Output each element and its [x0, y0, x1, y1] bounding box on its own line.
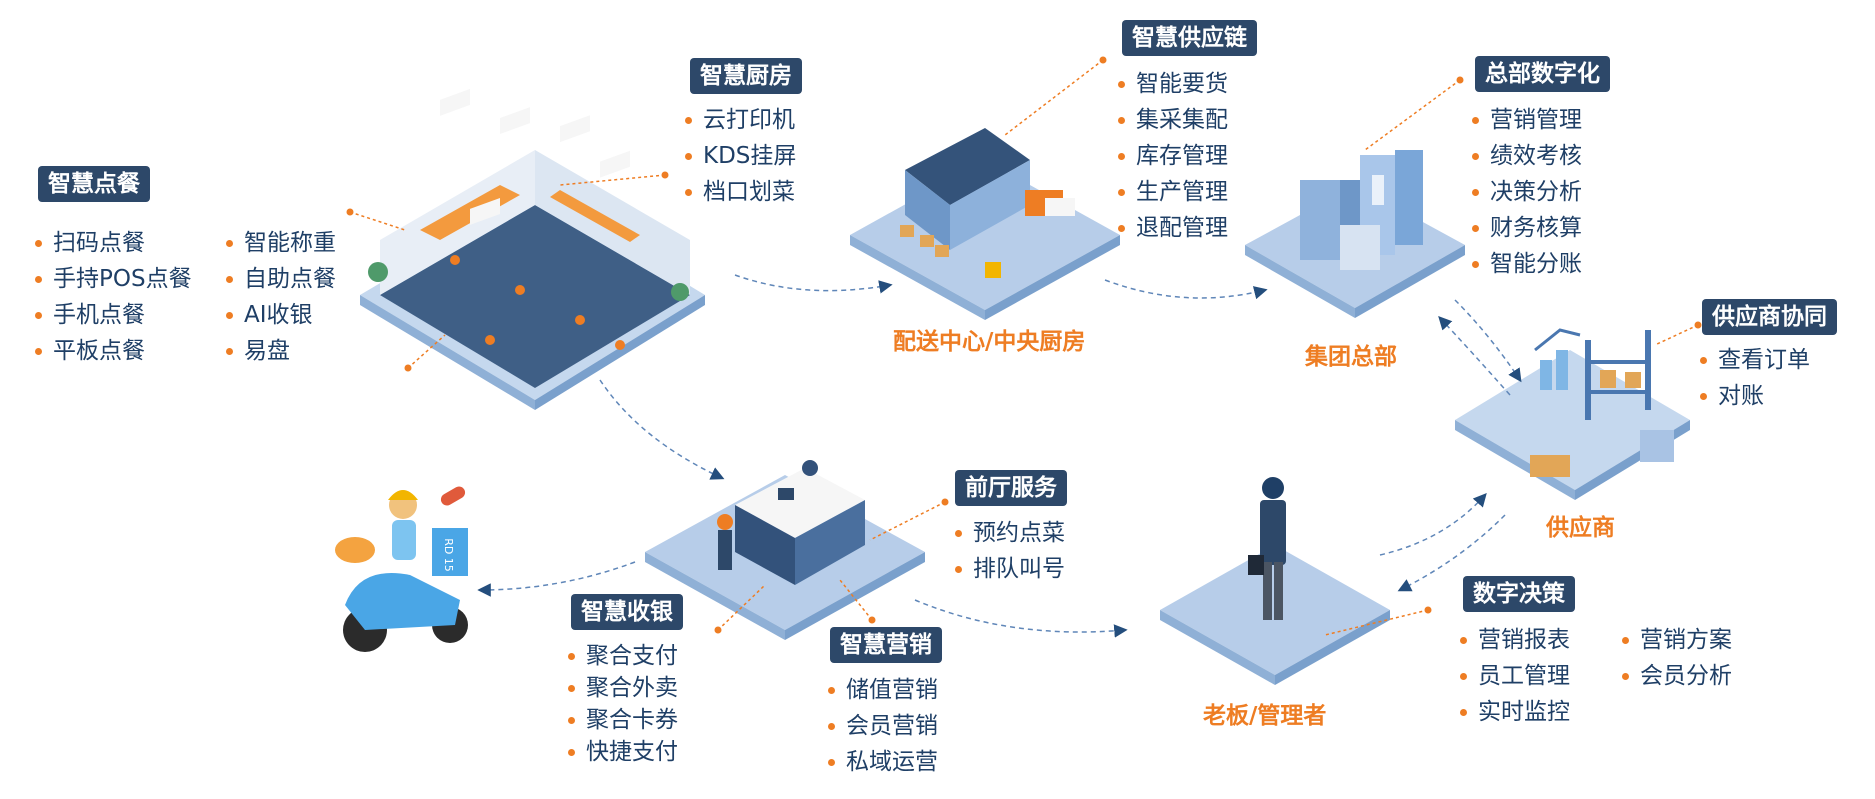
supplier-collab-list: 查看订单 对账: [1700, 342, 1810, 414]
list-item: 平板点餐: [35, 333, 192, 369]
boss-manager-label: 老板/管理者: [1203, 703, 1327, 729]
list-item: 决策分析: [1472, 174, 1582, 210]
restaurant-illustration: [360, 88, 705, 410]
list-item: 排队叫号: [955, 551, 1065, 587]
list-item: 营销报表: [1460, 622, 1570, 658]
group-hq-label: 集团总部: [1305, 344, 1397, 370]
list-item: 聚合支付: [568, 640, 678, 672]
ordering-list-col1: 扫码点餐 手持POS点餐 手机点餐 平板点餐: [35, 225, 192, 369]
list-item: 查看订单: [1700, 342, 1810, 378]
cashier-illustration: [645, 460, 925, 640]
list-item: 手机点餐: [35, 297, 192, 333]
list-item: 私域运营: [828, 744, 938, 780]
list-item: KDS挂屏: [685, 138, 796, 174]
list-item: 储值营销: [828, 672, 938, 708]
delivery-box-label: RD 15: [442, 538, 455, 572]
flow-arrows: [477, 274, 1522, 638]
list-item: 集采集配: [1118, 102, 1228, 138]
list-item: 营销方案: [1622, 622, 1732, 658]
front-service-list: 预约点菜 排队叫号: [955, 515, 1065, 587]
list-item: 扫码点餐: [35, 225, 192, 261]
front-service-title: 前厅服务: [955, 470, 1067, 506]
list-item: 绩效考核: [1472, 138, 1582, 174]
list-item: 财务核算: [1472, 210, 1582, 246]
list-item: 智能分账: [1472, 246, 1582, 282]
hq-illustration: [1245, 150, 1465, 318]
list-item: 会员分析: [1622, 658, 1732, 694]
delivery-scooter-illustration: RD 15: [335, 486, 468, 652]
list-item: 档口划菜: [685, 174, 796, 210]
list-item: 会员营销: [828, 708, 938, 744]
list-item: 库存管理: [1118, 138, 1228, 174]
list-item: 对账: [1700, 378, 1810, 414]
hq-digital-title: 总部数字化: [1475, 56, 1610, 92]
list-item: 生产管理: [1118, 174, 1228, 210]
callout-lines: [346, 56, 1702, 636]
cashier-title: 智慧收银: [571, 594, 683, 630]
list-item: 实时监控: [1460, 694, 1570, 730]
list-item: 智能称重: [226, 225, 336, 261]
supplier-label: 供应商: [1546, 515, 1615, 541]
hq-digital-list: 营销管理 绩效考核 决策分析 财务核算 智能分账: [1472, 102, 1582, 282]
list-item: 快捷支付: [568, 736, 678, 768]
list-item: 聚合卡券: [568, 704, 678, 736]
supplier-collab-title: 供应商协同: [1702, 299, 1837, 335]
decision-list-col2: 营销方案 会员分析: [1622, 622, 1732, 694]
cashier-list: 聚合支付 聚合外卖 聚合卡券 快捷支付: [568, 640, 678, 768]
supply-chain-title: 智慧供应链: [1122, 20, 1257, 56]
decision-list-col1: 营销报表 员工管理 实时监控: [1460, 622, 1570, 730]
list-item: 员工管理: [1460, 658, 1570, 694]
warehouse-illustration: [850, 128, 1120, 320]
marketing-title: 智慧营销: [830, 627, 942, 663]
ordering-list-col2: 智能称重 自助点餐 AI收银 易盘: [226, 225, 336, 369]
kitchen-title: 智慧厨房: [690, 58, 802, 94]
list-item: 聚合外卖: [568, 672, 678, 704]
distribution-center-label: 配送中心/中央厨房: [893, 329, 1086, 355]
supplier-illustration: [1455, 328, 1690, 500]
marketing-list: 储值营销 会员营销 私域运营: [828, 672, 938, 780]
list-item: 营销管理: [1472, 102, 1582, 138]
supply-chain-list: 智能要货 集采集配 库存管理 生产管理 退配管理: [1118, 66, 1228, 246]
list-item: 智能要货: [1118, 66, 1228, 102]
ordering-title: 智慧点餐: [38, 166, 150, 202]
list-item: 云打印机: [685, 102, 796, 138]
list-item: 手持POS点餐: [35, 261, 192, 297]
list-item: 退配管理: [1118, 210, 1228, 246]
boss-illustration: [1160, 477, 1390, 685]
list-item: 自助点餐: [226, 261, 336, 297]
list-item: AI收银: [226, 297, 336, 333]
decision-title: 数字决策: [1463, 576, 1575, 612]
list-item: 易盘: [226, 333, 336, 369]
list-item: 预约点菜: [955, 515, 1065, 551]
kitchen-list: 云打印机 KDS挂屏 档口划菜: [685, 102, 796, 210]
